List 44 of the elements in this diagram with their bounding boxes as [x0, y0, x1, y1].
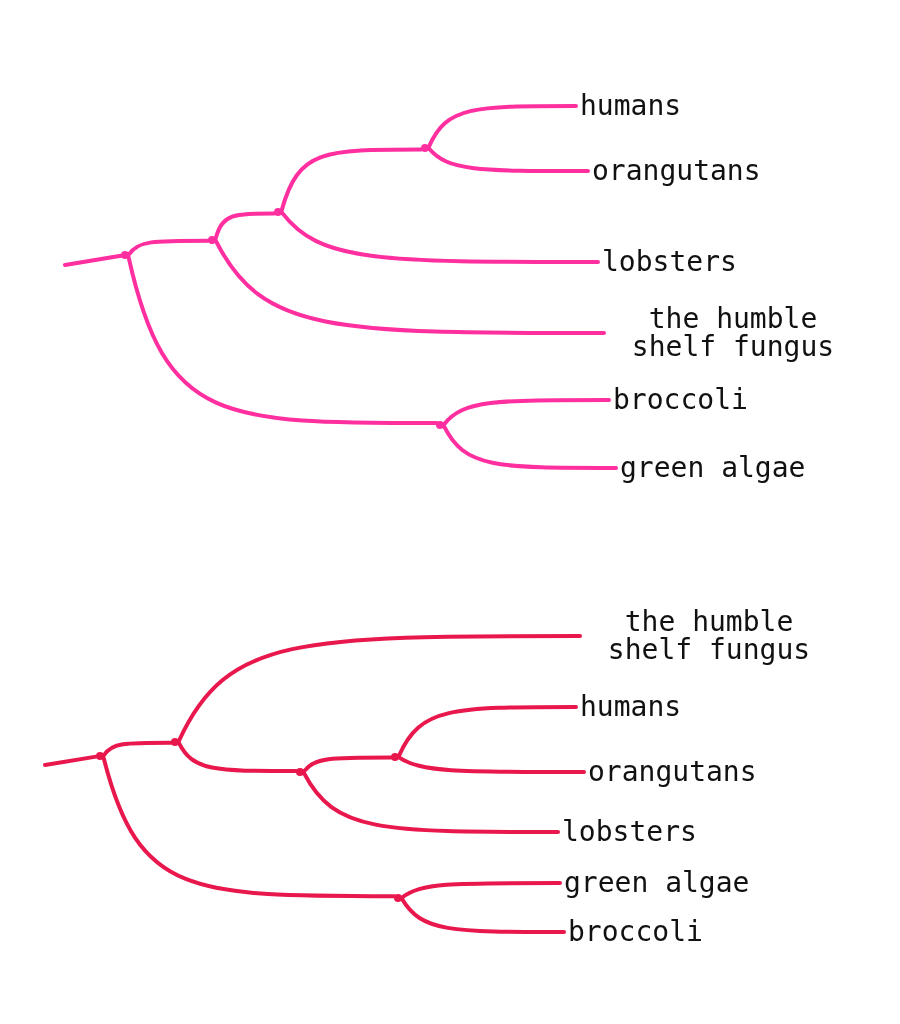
branch-point — [421, 144, 429, 152]
tree-branch — [279, 210, 600, 264]
tree-branch — [396, 705, 578, 758]
tree-branch — [397, 755, 586, 774]
branch-point — [171, 738, 179, 746]
tree-branch — [441, 423, 618, 470]
branch-point — [296, 768, 304, 776]
tree-branch — [279, 147, 424, 213]
tree-branch — [126, 238, 211, 257]
tree-branch — [441, 398, 611, 427]
tree-branch — [426, 146, 590, 173]
taxon-label: orangutans — [584, 758, 757, 786]
branch-point — [391, 753, 399, 761]
taxon-label: green algae — [560, 869, 750, 897]
taxon-label: humans — [576, 92, 682, 120]
branch-point — [96, 752, 104, 760]
tree-branch — [176, 740, 299, 774]
tree-branch — [176, 634, 582, 743]
tree-branch — [301, 770, 560, 834]
tree-branch — [399, 896, 566, 934]
tree-branch — [126, 254, 439, 426]
branch-point — [208, 236, 216, 244]
taxon-label: lobsters — [598, 248, 737, 276]
tree-branch — [213, 211, 277, 241]
taxon-label: the humble shelf fungus — [580, 608, 834, 664]
taxon-label: broccoli — [564, 918, 703, 946]
branch-point — [274, 208, 282, 216]
tree-branch — [43, 754, 99, 767]
tree-branch — [400, 881, 562, 900]
tree-branch — [101, 740, 174, 758]
tree-branch — [63, 253, 124, 267]
tree-branch — [426, 104, 578, 149]
taxon-label: lobsters — [558, 818, 697, 846]
taxon-label: humans — [576, 693, 682, 721]
tree-branch — [301, 755, 394, 774]
taxon-label: orangutans — [588, 157, 761, 185]
tree-branch — [213, 238, 606, 335]
tree-branch — [101, 755, 397, 899]
branch-point — [121, 251, 129, 259]
taxon-label: the humble shelf fungus — [604, 305, 858, 361]
branch-point — [394, 894, 402, 902]
taxon-label: green algae — [616, 454, 806, 482]
taxon-label: broccoli — [609, 386, 748, 414]
branch-point — [436, 421, 444, 429]
